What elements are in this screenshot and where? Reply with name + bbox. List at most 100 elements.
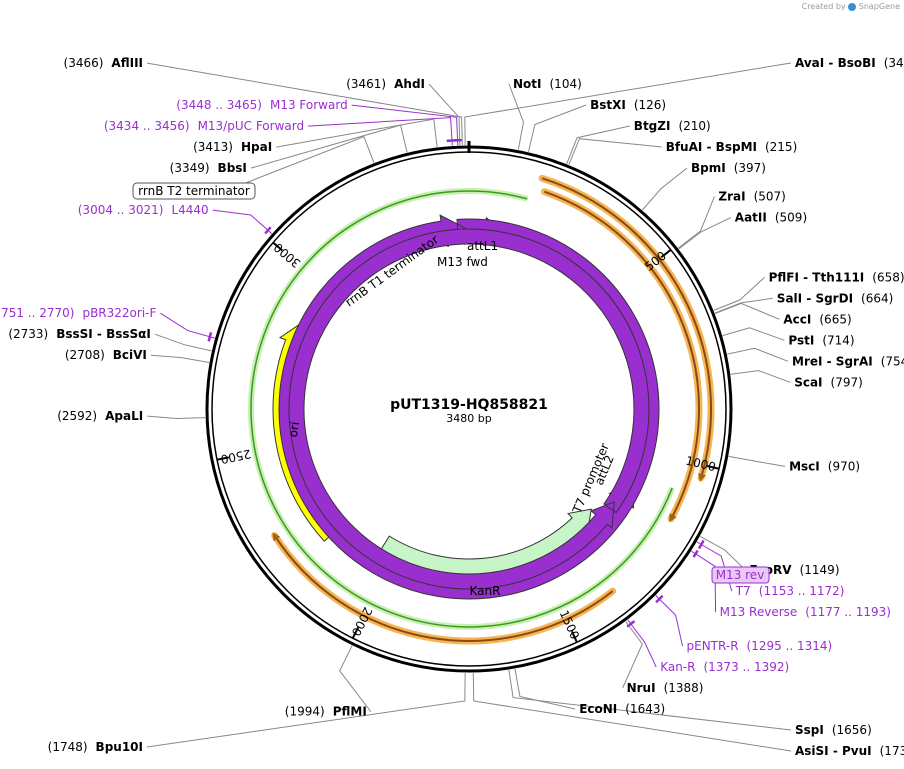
label-name: NotI: [513, 77, 542, 91]
rrnb-t2-label: rrnB T2 terminator: [138, 184, 250, 198]
leader-line: [691, 550, 717, 613]
site-label-nrui[interactable]: NruI(1388): [627, 681, 704, 695]
site-label-zrai[interactable]: ZraI(507): [718, 190, 785, 204]
site-label-aatii[interactable]: AatII(509): [735, 211, 807, 225]
site-label-text: SalI - SgrDI (664): [777, 291, 894, 305]
label-position: (714): [822, 333, 854, 347]
label-position: (3472): [884, 56, 904, 70]
label-name: AvaI - BsoBI: [795, 56, 876, 70]
snapgene-credit: Created by SnapGene: [802, 2, 900, 11]
site-label-asisi-pvui[interactable]: AsiSI - PvuI(1731): [795, 744, 904, 758]
tick-mark: [707, 465, 720, 470]
primer-label-pbr322ori-f[interactable]: (2751 .. 2770)pBR322ori-F: [0, 306, 156, 320]
label-position: (2592): [57, 409, 97, 423]
site-label-text: BpmI(397): [691, 161, 766, 175]
primer-label-pentr-r[interactable]: pENTR-R(1295 .. 1314): [687, 639, 833, 653]
orange-arc-inner-glow: [540, 188, 703, 523]
tick-mark: [570, 630, 578, 643]
feature-layer: [248, 174, 715, 645]
site-label-psti[interactable]: PstI (714): [788, 333, 854, 347]
site-label-pflmi[interactable]: (1994)PflMI: [285, 705, 367, 719]
label-position: (3434 .. 3456): [104, 119, 190, 133]
site-label-text: SspI(1656): [795, 723, 872, 737]
site-label-afliii[interactable]: (3466)AflIII: [64, 56, 143, 70]
primer-label-m13-reverse[interactable]: M13 Reverse(1177 .. 1193): [720, 605, 891, 619]
label-name: MscI: [789, 459, 820, 473]
primer-label-m13-puc-forward[interactable]: (3434 .. 3456) M13/pUC Forward: [104, 119, 304, 133]
label-name: BciVI: [113, 348, 147, 362]
site-label-noti[interactable]: NotI(104): [513, 77, 582, 91]
feature-label-ori: ori: [286, 421, 302, 438]
site-label-bsssi-bsss-i[interactable]: (2733)BssSI - BssSαI: [8, 327, 151, 341]
leader-line: [339, 645, 372, 713]
primer-label-t7[interactable]: T7(1153 .. 1172): [735, 584, 845, 598]
site-label-text: AccI(665): [783, 312, 851, 326]
site-label-avai-bsobi[interactable]: AvaI - BsoBI (3472): [795, 56, 904, 70]
plasmid-length: 3480 bp: [446, 412, 491, 425]
primer-label-m13-forward[interactable]: (3448 .. 3465) M13 Forward: [176, 98, 347, 112]
label-name: PstI: [788, 333, 814, 347]
site-label-bstxi[interactable]: BstXI(126): [590, 98, 666, 112]
label-name: M13/pUC Forward: [198, 119, 305, 133]
leader-lines: [146, 62, 792, 752]
label-position: (970): [828, 459, 860, 473]
m13-rev-label: M13 rev: [716, 568, 765, 582]
site-label-hpai[interactable]: (3413)HpaI: [193, 140, 272, 154]
plasmid-name: pUT1319-HQ858821: [390, 397, 548, 413]
label-name: BbsI: [218, 161, 247, 175]
site-label-bpmi[interactable]: BpmI(397): [691, 161, 766, 175]
created-by-text: Created by: [801, 2, 846, 11]
label-name: NruI: [627, 681, 656, 695]
label-position: (1656): [832, 723, 872, 737]
site-label-sali-sgrdi[interactable]: SalI - SgrDI (664): [777, 291, 894, 305]
tick-label: 2500: [219, 447, 252, 467]
leader-line: [642, 167, 688, 211]
leader-line: [528, 104, 587, 152]
label-name: ScaI: [794, 375, 822, 389]
leader-line: [351, 104, 459, 146]
primer-label-l4440[interactable]: (3004 .. 3021)L4440: [78, 203, 209, 217]
label-name: ApaLI: [105, 409, 143, 423]
leader-line: [146, 62, 463, 146]
primer-label-kan-r[interactable]: Kan-R(1373 .. 1392): [660, 660, 789, 674]
site-label-ahdi[interactable]: (3461)AhdI: [346, 77, 425, 91]
site-label-text: (3413)HpaI: [193, 140, 272, 154]
leader-line: [677, 196, 715, 249]
tick-mark: [660, 249, 672, 259]
label-name: BfuAI - BspMI: [666, 140, 757, 154]
site-label-scai[interactable]: ScaI(797): [794, 375, 863, 389]
site-label-btgzi[interactable]: BtgZI(210): [634, 119, 711, 133]
site-label-text: MscI (970): [789, 459, 860, 473]
orange-arc-lower: [272, 532, 614, 642]
label-name: BstXI: [590, 98, 626, 112]
site-label-sspi[interactable]: SspI(1656): [795, 723, 872, 737]
label-position: (664): [861, 291, 893, 305]
label-position: (3448 .. 3465): [176, 98, 262, 112]
site-label-bbsi[interactable]: (3349)BbsI: [170, 161, 247, 175]
site-label-bcivi[interactable]: (2708)BciVI: [65, 348, 147, 362]
site-label-apali[interactable]: (2592) ApaLI: [57, 409, 143, 423]
site-label-bfuai-bspmi[interactable]: BfuAI - BspMI(215): [666, 140, 798, 154]
label-position: (3466): [64, 56, 104, 70]
label-name: SalI - SgrDI: [777, 291, 853, 305]
label-position: (397): [734, 161, 766, 175]
label-name: M13 Forward: [270, 98, 348, 112]
site-label-text: NruI(1388): [627, 681, 704, 695]
primer-mark: [697, 539, 705, 550]
tick-mark: [272, 241, 283, 252]
label-name: PflMI: [333, 705, 367, 719]
leader-line: [428, 83, 461, 146]
leader-line: [250, 124, 408, 169]
site-label-msci[interactable]: MscI (970): [789, 459, 860, 473]
site-label-pflfi-tth111i[interactable]: PflFI - Tth111I(658): [769, 270, 904, 284]
leader-line: [714, 302, 780, 320]
site-label-text: (1994)PflMI: [285, 705, 367, 719]
label-position: (3413): [193, 140, 233, 154]
site-label-mrei-sgrai[interactable]: MreI - SgrAI(754): [792, 354, 904, 368]
feature-label-attl1: attL1: [467, 239, 498, 253]
site-label-econi[interactable]: EcoNI(1643): [579, 702, 665, 716]
primer-label-text: T7(1153 .. 1172): [735, 584, 845, 598]
site-label-acci[interactable]: AccI(665): [783, 312, 851, 326]
site-label-text: PflFI - Tth111I(658): [769, 270, 904, 284]
site-label-bpu10i[interactable]: (1748)Bpu10I: [48, 740, 143, 754]
